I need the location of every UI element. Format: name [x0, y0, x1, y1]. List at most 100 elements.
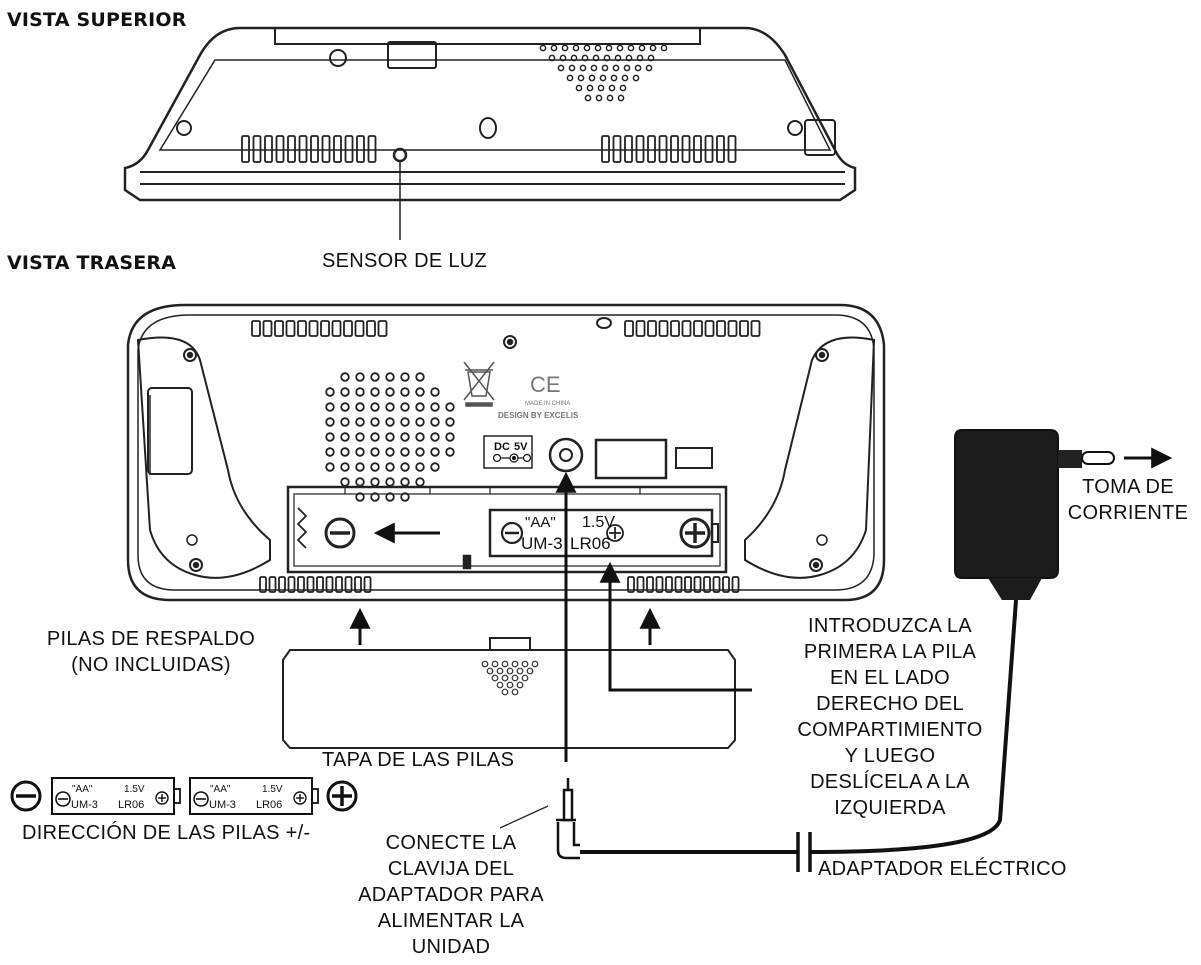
speaker-hole — [586, 84, 594, 92]
insert-line-2: PRIMERA LA PILA — [803, 641, 977, 663]
vent-slot — [331, 320, 342, 337]
battery-direction-diagram — [10, 777, 358, 815]
grip-dot — [516, 667, 524, 675]
connect-line-4: ALIMENTAR LA — [377, 910, 525, 932]
speaker-hole — [595, 94, 603, 102]
speaker-hole — [415, 372, 425, 382]
connect-leader — [499, 805, 549, 829]
speaker-hole — [325, 402, 335, 412]
speaker-hole — [385, 387, 395, 397]
speaker-hole — [660, 44, 668, 52]
speaker-hole — [557, 64, 565, 72]
small-battery-size-1: UM-3 — [71, 799, 98, 811]
dc-plug — [556, 778, 580, 860]
rear-vents — [251, 320, 761, 593]
speaker-hole — [325, 417, 335, 427]
grip-dot — [491, 674, 499, 682]
design-by-marking: DESIGN BY EXCELIS — [498, 411, 579, 420]
outlet-line-2: CORRIENTE — [1067, 502, 1189, 524]
speaker-hole — [566, 74, 574, 82]
battery-direction-label: DIRECCIÓN DE LAS PILAS +/- — [22, 822, 311, 844]
connect-line-1: CONECTE LA — [385, 832, 517, 854]
speaker-hole — [385, 417, 395, 427]
speaker-hole — [400, 402, 410, 412]
vent-slot — [658, 320, 669, 337]
speaker-hole — [561, 44, 569, 52]
grip-dot — [481, 660, 489, 668]
speaker-hole — [584, 94, 592, 102]
speaker-hole — [645, 64, 653, 72]
speaker-hole — [445, 432, 455, 442]
speaker-hole — [340, 417, 350, 427]
backup-batteries-line-1: PILAS DE RESPALDO — [46, 628, 256, 650]
vent-slot — [259, 576, 267, 593]
grip-dot — [526, 667, 534, 675]
vent-slot — [264, 135, 273, 163]
speaker-hole — [568, 64, 576, 72]
vent-slot — [693, 135, 702, 163]
speaker-hole — [594, 44, 602, 52]
vent-slot — [252, 135, 262, 163]
battery-code-marking: LR06 — [570, 534, 611, 553]
vent-slot — [241, 135, 250, 163]
speaker-hole — [340, 462, 350, 472]
battery-type-marking: "AA" — [525, 514, 556, 531]
grip-dot — [491, 660, 499, 668]
speaker-hole — [355, 387, 365, 397]
speaker-hole — [548, 54, 556, 62]
speaker-hole — [579, 64, 587, 72]
backup-batteries-line-2: (NO INCLUIDAS) — [71, 654, 231, 676]
vent-slot — [377, 320, 388, 337]
backup-batteries-label: PILAS DE RESPALDO (NO INCLUIDAS) — [20, 626, 282, 678]
speaker-hole — [340, 432, 350, 442]
insert-battery-leader — [599, 561, 752, 692]
speaker-hole — [623, 64, 631, 72]
speaker-hole — [415, 462, 425, 472]
speaker-hole — [355, 372, 365, 382]
speaker-hole — [355, 447, 365, 457]
speaker-hole — [370, 432, 380, 442]
vent-slot — [287, 135, 296, 163]
speaker-hole — [340, 447, 350, 457]
speaker-hole — [340, 387, 350, 397]
speaker-hole — [621, 74, 629, 82]
grip-dot — [506, 681, 514, 689]
small-battery-voltage-1: 1.5V — [124, 784, 145, 795]
insert-line-6: Y LUEGO — [844, 745, 936, 767]
grip-dot — [521, 674, 529, 682]
vent-slot — [647, 320, 657, 337]
speaker-hole — [370, 447, 380, 457]
small-battery-code-1: LR06 — [118, 799, 144, 811]
light-sensor-label: SENSOR DE LUZ — [322, 250, 488, 272]
vent-slot — [298, 135, 308, 163]
speaker-hole — [619, 84, 627, 92]
speaker-hole — [590, 64, 598, 72]
speaker-hole — [430, 462, 440, 472]
vent-slot — [684, 576, 692, 593]
speaker-hole — [355, 462, 365, 472]
speaker-hole — [430, 447, 440, 457]
vent-slot — [344, 576, 353, 593]
speaker-hole — [400, 462, 410, 472]
vent-slot — [712, 576, 721, 593]
grip-dot — [506, 667, 514, 675]
vent-slot — [624, 320, 634, 337]
speaker-hole — [588, 74, 596, 82]
battery-size-marking: UM-3 — [521, 534, 563, 553]
wall-adapter — [954, 429, 1115, 600]
speaker-hole — [592, 54, 600, 62]
vent-slot — [354, 576, 362, 593]
vent-slot — [274, 320, 284, 337]
vent-slot — [722, 576, 730, 593]
speaker-hole — [601, 64, 609, 72]
speaker-hole — [385, 462, 395, 472]
rear-view-heading: VISTA TRASERA — [7, 252, 177, 274]
small-battery-type-2: "AA" — [210, 784, 231, 795]
connect-line-2: CLAVIJA DEL — [387, 858, 515, 880]
speaker-hole — [415, 447, 425, 457]
speaker-hole — [445, 417, 455, 427]
vent-slot — [665, 576, 673, 593]
speaker-hole — [649, 44, 657, 52]
vent-slot — [681, 135, 691, 163]
speaker-hole — [400, 372, 410, 382]
